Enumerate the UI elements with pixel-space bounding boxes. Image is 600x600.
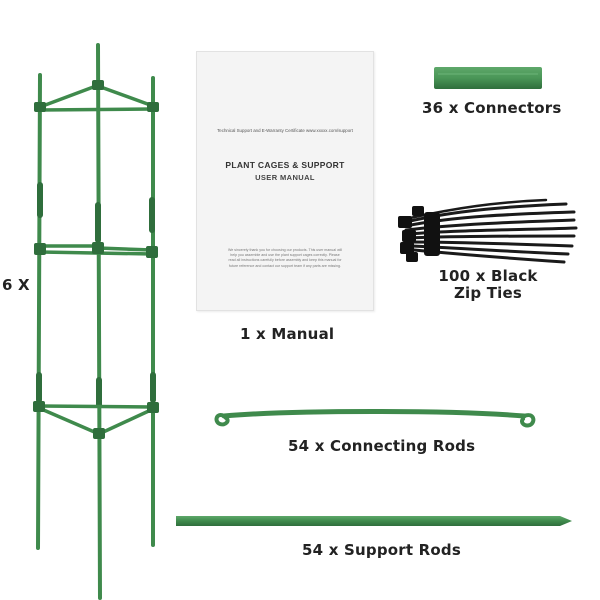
zip-tie-bundle-icon bbox=[398, 198, 578, 264]
connecting-rods-label: 54 x Connecting Rods bbox=[288, 437, 476, 455]
support-rod-icon bbox=[176, 516, 572, 526]
support-rods-label: 54 x Support Rods bbox=[302, 541, 461, 559]
zip-ties-label-line1: 100 x Black bbox=[438, 267, 538, 285]
manual-fine-print: We sincerely thank you for choosing our … bbox=[227, 248, 343, 268]
manual-subtitle: USER MANUAL bbox=[255, 173, 315, 182]
plant-cage-icon bbox=[33, 43, 159, 600]
zip-ties-label-line2: Zip Ties bbox=[453, 284, 523, 302]
user-manual-booklet: Technical Support and E-Warranty Certifi… bbox=[196, 51, 374, 311]
connectors-label: 36 x Connectors bbox=[422, 99, 562, 117]
cage-count-label: 6 X bbox=[2, 276, 30, 294]
zip-ties-label: 100 x Black Zip Ties bbox=[432, 268, 544, 302]
manual-label: 1 x Manual bbox=[240, 325, 335, 343]
connecting-rod-icon bbox=[214, 409, 536, 428]
manual-title: PLANT CAGES & SUPPORT bbox=[225, 160, 345, 170]
manual-support-line: Technical Support and E-Warranty Certifi… bbox=[217, 128, 353, 133]
connector-icon bbox=[434, 67, 542, 89]
